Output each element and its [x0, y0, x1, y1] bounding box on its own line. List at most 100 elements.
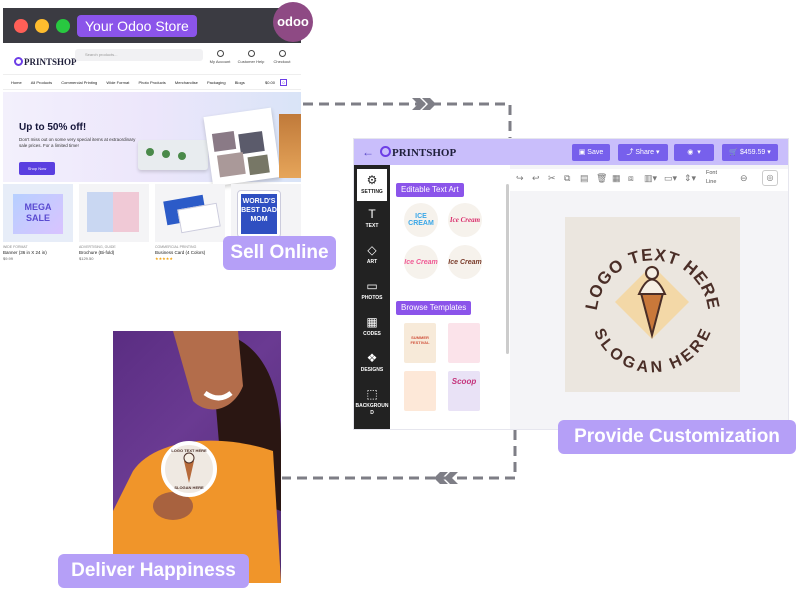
valign-icon[interactable]: ⇕▾: [684, 173, 697, 183]
undo-icon[interactable]: ↩: [532, 173, 540, 183]
design-canvas[interactable]: LOGO TEXT HERE SLOGAN HERE: [565, 217, 740, 392]
help-icon: [247, 50, 255, 57]
photo-illustration: LOGO TEXT HERE SLOGAN HERE: [113, 331, 281, 583]
nav-blogs[interactable]: Blogs: [234, 80, 245, 85]
bottle-image: [279, 114, 301, 178]
product-category: ADVERTISING, GUIDE: [79, 245, 116, 249]
preview-icon[interactable]: ◎: [762, 170, 778, 186]
template-thumb[interactable]: [404, 371, 436, 411]
product-card[interactable]: MEGA SALE WIDE FORMAT Banner (36 in X 24…: [3, 184, 73, 270]
cart-total[interactable]: $0.00: [265, 80, 276, 85]
nav-photo-products[interactable]: Photo Products: [138, 80, 166, 85]
store-nav: Home All Products Commercial Printing Wi…: [3, 76, 301, 90]
sidebar-item-photos[interactable]: ▭PHOTOS: [354, 279, 390, 301]
sidebar-item-setting[interactable]: ⚙SETTING: [357, 169, 387, 201]
back-arrow-icon[interactable]: ←: [362, 145, 374, 159]
image-icon: ▭: [366, 279, 378, 293]
store-search-input[interactable]: Search products...: [75, 49, 203, 61]
sell-online-label: Sell Online: [223, 236, 336, 270]
product-name[interactable]: Brochure (Bi-fold): [79, 250, 115, 255]
product-category: WIDE FORMAT: [3, 245, 28, 249]
shop-now-button[interactable]: Shop Now: [19, 162, 55, 175]
font-line-label: Font Line: [706, 170, 718, 185]
user-icon: [216, 50, 224, 57]
text-art-heading: Editable Text Art: [396, 183, 464, 197]
product-card[interactable]: ADVERTISING, GUIDE Brochure (Bi-fold) $1…: [79, 184, 149, 270]
distribute-icon[interactable]: ▭▾: [664, 173, 678, 183]
nav-all-products[interactable]: All Products: [30, 80, 53, 85]
close-icon[interactable]: [14, 19, 28, 33]
product-category: COMMERCIAL PRINTING: [155, 245, 197, 249]
sticker-bottom-text: SLOGAN HERE: [174, 485, 204, 490]
template-thumb[interactable]: Scoop: [448, 371, 480, 411]
cart-count-badge[interactable]: 0: [280, 79, 287, 86]
text-art-item[interactable]: Ice Cream: [404, 245, 438, 279]
shapes-icon: ◇: [367, 243, 377, 257]
logo-ring-icon: [14, 57, 23, 66]
sidebar-item-art[interactable]: ◇ART: [354, 243, 390, 265]
template-thumb[interactable]: [448, 323, 480, 363]
product-name[interactable]: Business Card (4 Colors): [155, 250, 206, 255]
copy-icon[interactable]: ⧉: [564, 173, 571, 183]
editor-toolbar: ↪ ↩ ✂ ⧉ ▤ 🗑 ▦ ⧈ ▥▾ ▭▾ ⇕▾ Font Line ⊖ ◎: [510, 169, 788, 191]
nav-merchandise[interactable]: Merchandise: [174, 80, 198, 85]
maximize-icon[interactable]: [56, 19, 70, 33]
text-icon: T: [368, 207, 376, 221]
cut-icon[interactable]: ✂: [548, 173, 556, 183]
sticker-top-text: LOGO TEXT HERE: [171, 448, 207, 453]
text-art-item[interactable]: Ice Cream: [448, 245, 482, 279]
sidebar-item-designs[interactable]: ❖DESIGNS: [354, 351, 390, 373]
help-dropdown-button[interactable]: ◉ ▾: [674, 144, 714, 161]
cart-icon: [278, 50, 286, 57]
product-image: WORLD'S BEST DAD MOM: [231, 184, 301, 242]
checkout-button[interactable]: Checkout: [266, 50, 298, 64]
layers-icon: ❖: [366, 351, 378, 365]
product-image: [79, 184, 149, 242]
store-window: Your Odoo Store PRINTSHOP Search product…: [3, 8, 301, 270]
chevron-left-icon: [434, 472, 458, 484]
store-logo[interactable]: PRINTSHOP: [14, 57, 77, 67]
nav-packaging[interactable]: Packaging: [206, 80, 226, 85]
product-card[interactable]: WORLD'S BEST DAD MOM: [231, 184, 301, 270]
zoom-out-icon[interactable]: ⊖: [740, 173, 748, 183]
sidebar-item-codes[interactable]: ▦CODES: [354, 315, 390, 337]
product-card[interactable]: COMMERCIAL PRINTING Business Card (4 Col…: [155, 184, 225, 270]
hero-banner: Up to 50% off! Don't miss out on some ve…: [3, 92, 301, 187]
panel-scrollbar[interactable]: [506, 184, 509, 354]
customer-help-button[interactable]: Customer Help: [235, 50, 267, 64]
nav-home[interactable]: Home: [11, 80, 22, 85]
window-title: Your Odoo Store: [77, 15, 197, 37]
editor-window: ← PRINTSHOP ▣ Save ⤴ Share ▾ ◉ ▾ 🛒 $459.…: [354, 139, 788, 429]
background-icon: ⬚: [366, 387, 378, 401]
nav-commercial-printing[interactable]: Commercial Printing: [61, 80, 98, 85]
align-icon[interactable]: ▥▾: [644, 173, 658, 183]
text-art-item[interactable]: Ice Cream: [448, 203, 482, 237]
delete-icon[interactable]: 🗑: [596, 173, 608, 183]
product-name[interactable]: Banner (36 in X 24 in): [3, 250, 47, 255]
product-rating: ★★★★★: [155, 256, 173, 261]
design-artwork: LOGO TEXT HERE SLOGAN HERE: [582, 245, 722, 376]
share-button[interactable]: ⤴ Share ▾: [618, 144, 668, 161]
store-titlebar: Your Odoo Store: [3, 8, 301, 43]
minimize-icon[interactable]: [35, 19, 49, 33]
nav-wide-format[interactable]: Wide Format: [106, 80, 130, 85]
logo-ring-icon: [380, 146, 391, 157]
my-account-button[interactable]: My Account: [204, 50, 236, 64]
layers-icon[interactable]: ⧈: [628, 173, 634, 183]
editor-logo: PRINTSHOP: [380, 146, 456, 159]
price-cart-button[interactable]: 🛒 $459.59 ▾: [722, 144, 778, 161]
sidebar-item-background[interactable]: ⬚BACKGROUND: [355, 387, 389, 416]
product-image: [155, 184, 225, 242]
redo-icon[interactable]: ↪: [516, 173, 524, 183]
template-thumb[interactable]: SUMMER FESTIVAL: [404, 323, 436, 363]
chevron-right-icon: [412, 98, 436, 110]
paste-icon[interactable]: ▤: [580, 173, 589, 183]
grid-icon[interactable]: ▦: [612, 173, 621, 183]
hero-text: Don't miss out on some very special item…: [19, 137, 136, 148]
save-button[interactable]: ▣ Save: [572, 144, 610, 161]
connector-sell-to-customize: [303, 102, 512, 138]
text-art-item[interactable]: ICE CREAM: [404, 203, 438, 237]
